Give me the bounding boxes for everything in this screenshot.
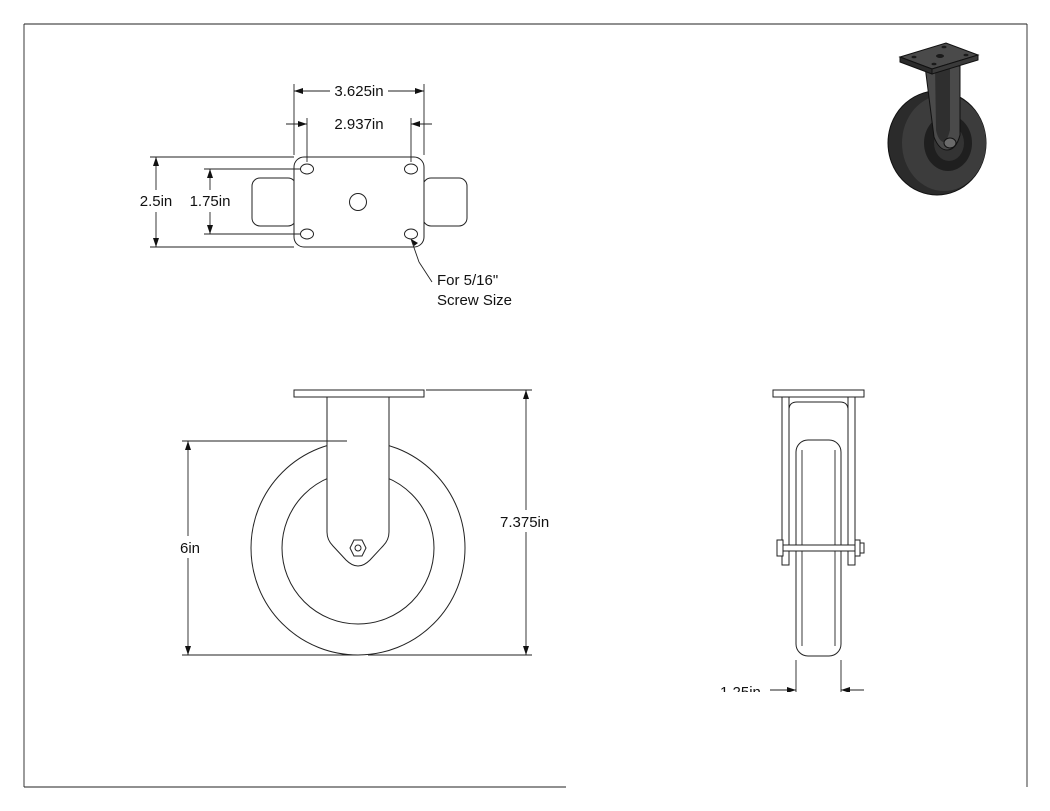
dim-plate-width: 3.625in xyxy=(293,83,425,155)
bolt-hole-top-right xyxy=(404,163,418,175)
dim-label-hole-spacing-width: 2.937in xyxy=(334,116,383,133)
dim-label-plate-depth: 2.5in xyxy=(140,193,173,210)
top-view: 3.625in 2.937in 2.5in xyxy=(140,83,512,309)
screw-note-line1: For 5/16" xyxy=(437,272,498,289)
dim-hole-spacing-depth: 1.75in xyxy=(190,168,300,235)
axle-shaft xyxy=(782,544,856,552)
isometric-render xyxy=(887,42,987,196)
axle-center xyxy=(354,544,362,552)
bolt-hole-bottom-right xyxy=(404,228,418,240)
dim-overall-height: 7.375in xyxy=(368,389,549,656)
dim-hole-spacing-width: 2.937in xyxy=(286,116,432,162)
front-view: 7.375in 6in xyxy=(180,389,549,656)
axle-nut-side xyxy=(854,539,861,557)
screw-note-line2: Screw Size xyxy=(437,292,512,309)
axle-nut-tip xyxy=(859,542,865,554)
dim-wheel-diameter: 6in xyxy=(180,440,358,656)
fork-leg xyxy=(326,396,390,567)
dim-label-hole-spacing-depth: 1.75in xyxy=(190,193,231,210)
dim-label-wheel-diameter: 6in xyxy=(180,540,200,557)
bolt-hole-bottom-left xyxy=(300,228,314,240)
center-hole xyxy=(349,193,367,211)
bolt-hole-top-left xyxy=(300,163,314,175)
side-top-plate xyxy=(772,389,865,398)
render-axle xyxy=(943,137,957,149)
axle-bolt-head xyxy=(776,539,784,557)
fork-side-right xyxy=(847,396,856,566)
screw-size-callout: For 5/16" Screw Size xyxy=(410,238,512,309)
top-view-wheel-right xyxy=(422,177,468,227)
dim-plate-depth: 2.5in xyxy=(140,156,294,248)
side-view: 1.25in xyxy=(700,389,900,712)
sheet-border xyxy=(23,23,1028,788)
top-view-wheel-left xyxy=(251,177,297,227)
front-top-plate xyxy=(293,389,425,398)
fork-inner-arc xyxy=(788,401,849,565)
crop-mask xyxy=(700,692,900,712)
dim-label-overall-height: 7.375in xyxy=(500,514,549,531)
dim-label-plate-width: 3.625in xyxy=(334,83,383,100)
